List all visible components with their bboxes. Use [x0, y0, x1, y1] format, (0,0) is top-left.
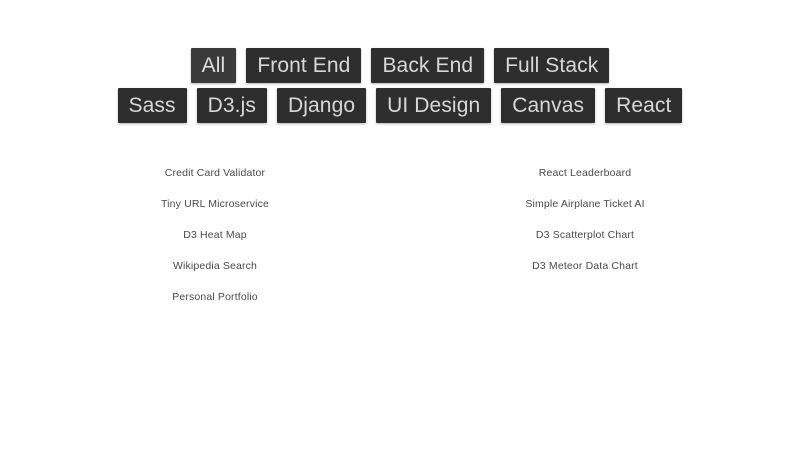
project-list: Credit Card Validator Tiny URL Microserv…: [0, 158, 800, 313]
filter-button-full-stack[interactable]: Full Stack: [494, 48, 610, 83]
filter-button-back-end[interactable]: Back End: [371, 48, 485, 83]
filter-row-primary: All Front End Back End Full Stack: [0, 48, 800, 83]
project-link[interactable]: Credit Card Validator: [164, 167, 266, 179]
filter-button-all[interactable]: All: [190, 48, 237, 83]
project-link[interactable]: React Leaderboard: [538, 167, 632, 179]
filter-row-secondary: Sass D3.js Django UI Design Canvas React: [0, 88, 800, 123]
filter-button-bar: All Front End Back End Full Stack Sass D…: [0, 48, 800, 128]
filter-button-front-end[interactable]: Front End: [246, 48, 362, 83]
project-column-left: Credit Card Validator Tiny URL Microserv…: [30, 158, 400, 313]
project-link[interactable]: Simple Airplane Ticket AI: [525, 198, 645, 210]
filter-button-canvas[interactable]: Canvas: [501, 88, 596, 123]
project-link[interactable]: Personal Portfolio: [172, 291, 258, 303]
filter-button-ui-design[interactable]: UI Design: [376, 88, 492, 123]
filter-button-react[interactable]: React: [605, 88, 683, 123]
project-link[interactable]: Wikipedia Search: [172, 260, 258, 272]
project-link[interactable]: Tiny URL Microservice: [161, 198, 269, 210]
filter-button-django[interactable]: Django: [277, 88, 367, 123]
filter-button-sass[interactable]: Sass: [117, 88, 187, 123]
project-link[interactable]: D3 Meteor Data Chart: [532, 260, 638, 272]
project-link[interactable]: D3 Scatterplot Chart: [535, 229, 635, 241]
filter-button-d3js[interactable]: D3.js: [196, 88, 267, 123]
project-link[interactable]: D3 Heat Map: [183, 229, 247, 241]
project-column-right: React Leaderboard Simple Airplane Ticket…: [400, 158, 770, 313]
